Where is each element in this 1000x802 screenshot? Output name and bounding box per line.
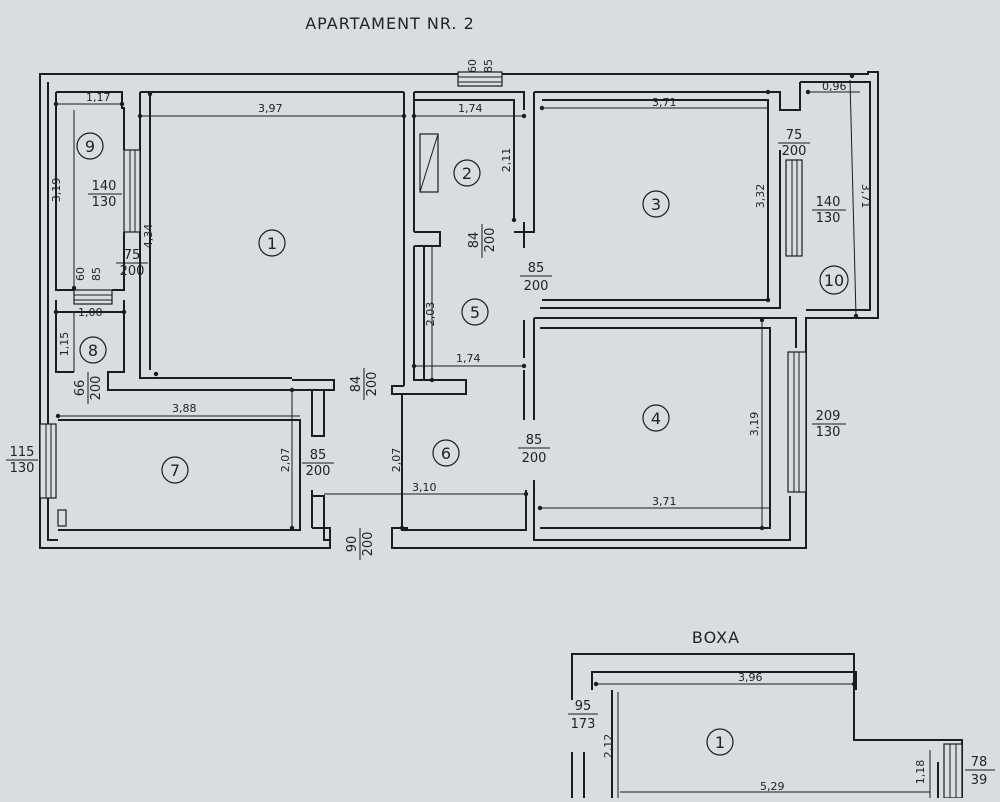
opening-label: 130 bbox=[10, 461, 35, 476]
boxa-plan: 1 3,96 2,12 1,18 5,29 95 173 78 39 bbox=[568, 653, 995, 799]
opening-label: 115 bbox=[10, 445, 35, 460]
outer-walls bbox=[39, 71, 879, 549]
room-number: 7 bbox=[170, 461, 180, 480]
room-number: 1 bbox=[267, 234, 277, 253]
dim-label: 1,74 bbox=[458, 102, 483, 115]
dim-label: 2,03 bbox=[424, 302, 437, 327]
opening-label: 60 bbox=[466, 59, 479, 73]
dim-label: 1,74 bbox=[456, 352, 481, 365]
dim-label: 1,17 bbox=[86, 91, 111, 104]
opening-label: 85 bbox=[526, 433, 543, 448]
dimension-labels: 1,17 3,97 1,74 3,71 0,96 3,19 4,34 2,11 … bbox=[50, 80, 872, 508]
dim-label: 0,96 bbox=[822, 80, 847, 93]
dimension-ticks bbox=[53, 73, 859, 531]
room-number: 6 bbox=[441, 444, 451, 463]
opening-label: 85 bbox=[482, 59, 495, 73]
dim-label: 2,11 bbox=[500, 148, 513, 173]
room-number: 2 bbox=[462, 164, 472, 183]
opening-label: 75 bbox=[124, 248, 141, 263]
opening-label: 200 bbox=[120, 264, 145, 279]
dim-label: 4,34 bbox=[142, 224, 155, 249]
opening-label: 200 bbox=[361, 532, 376, 557]
dim-label: 3,32 bbox=[754, 184, 767, 209]
opening-label: 140 bbox=[816, 195, 841, 210]
dim-label: 2,07 bbox=[390, 448, 403, 473]
dim-label: 3,71 bbox=[859, 184, 872, 209]
opening-label: 85 bbox=[310, 448, 327, 463]
room-number: 9 bbox=[85, 137, 95, 156]
opening-label: 200 bbox=[524, 279, 549, 294]
room-labels: 1 2 3 4 5 6 7 8 9 10 bbox=[76, 132, 849, 484]
room-number: 8 bbox=[88, 341, 98, 360]
opening-label: 75 bbox=[786, 128, 803, 143]
dim-label: 3,88 bbox=[172, 402, 197, 415]
dimension-lines bbox=[56, 79, 860, 530]
room-number: 10 bbox=[824, 271, 844, 290]
room-4-walls bbox=[523, 317, 797, 541]
dim-label: 2,12 bbox=[602, 734, 615, 759]
opening-label: 66 bbox=[73, 380, 88, 397]
dim-label: 2,07 bbox=[279, 448, 292, 473]
dim-label: 3,19 bbox=[50, 178, 63, 203]
opening-label: 130 bbox=[92, 195, 117, 210]
dim-label: 5,29 bbox=[760, 780, 785, 793]
opening-label: 200 bbox=[522, 451, 547, 466]
opening-label: 200 bbox=[782, 144, 807, 159]
opening-label: 200 bbox=[483, 228, 498, 253]
plan-title: APARTAMENT NR. 2 bbox=[305, 14, 475, 33]
opening-label: 78 bbox=[971, 755, 988, 770]
room-9-walls bbox=[55, 91, 125, 291]
dim-label: 3,10 bbox=[412, 481, 437, 494]
opening-label: 84 bbox=[349, 376, 364, 393]
dim-label: 3,71 bbox=[652, 495, 677, 508]
room-number: 3 bbox=[651, 195, 661, 214]
opening-label: 90 bbox=[345, 536, 360, 553]
dim-label: 1,15 bbox=[58, 332, 71, 357]
opening-label: 130 bbox=[816, 211, 841, 226]
opening-label: 200 bbox=[89, 376, 104, 401]
opening-label: 140 bbox=[92, 179, 117, 194]
boxa-room-number: 1 bbox=[715, 733, 725, 752]
opening-label: 200 bbox=[365, 372, 380, 397]
dim-label: 1,00 bbox=[78, 306, 103, 319]
windows bbox=[39, 71, 807, 527]
dim-label: 1,18 bbox=[914, 760, 927, 785]
dim-label: 3,97 bbox=[258, 102, 283, 115]
dim-label: 3,71 bbox=[652, 96, 677, 109]
room-number: 4 bbox=[651, 409, 661, 428]
opening-label: 200 bbox=[306, 464, 331, 479]
opening-label: 95 bbox=[575, 699, 592, 714]
opening-label: 85 bbox=[528, 261, 545, 276]
dim-label: 3,96 bbox=[738, 671, 763, 684]
dim-label: 3,19 bbox=[748, 412, 761, 437]
opening-label: 209 bbox=[816, 409, 841, 424]
opening-label: 173 bbox=[571, 717, 596, 732]
boxa-title: BOXA bbox=[692, 628, 740, 647]
opening-label: 39 bbox=[971, 773, 988, 788]
opening-label: 85 bbox=[90, 267, 103, 281]
opening-label: 60 bbox=[74, 267, 87, 281]
opening-label: 84 bbox=[467, 232, 482, 249]
opening-labels: 60 85 140 130 75 200 60 85 84 200 85 200… bbox=[6, 59, 846, 560]
opening-label: 130 bbox=[816, 425, 841, 440]
room-number: 5 bbox=[470, 303, 480, 322]
